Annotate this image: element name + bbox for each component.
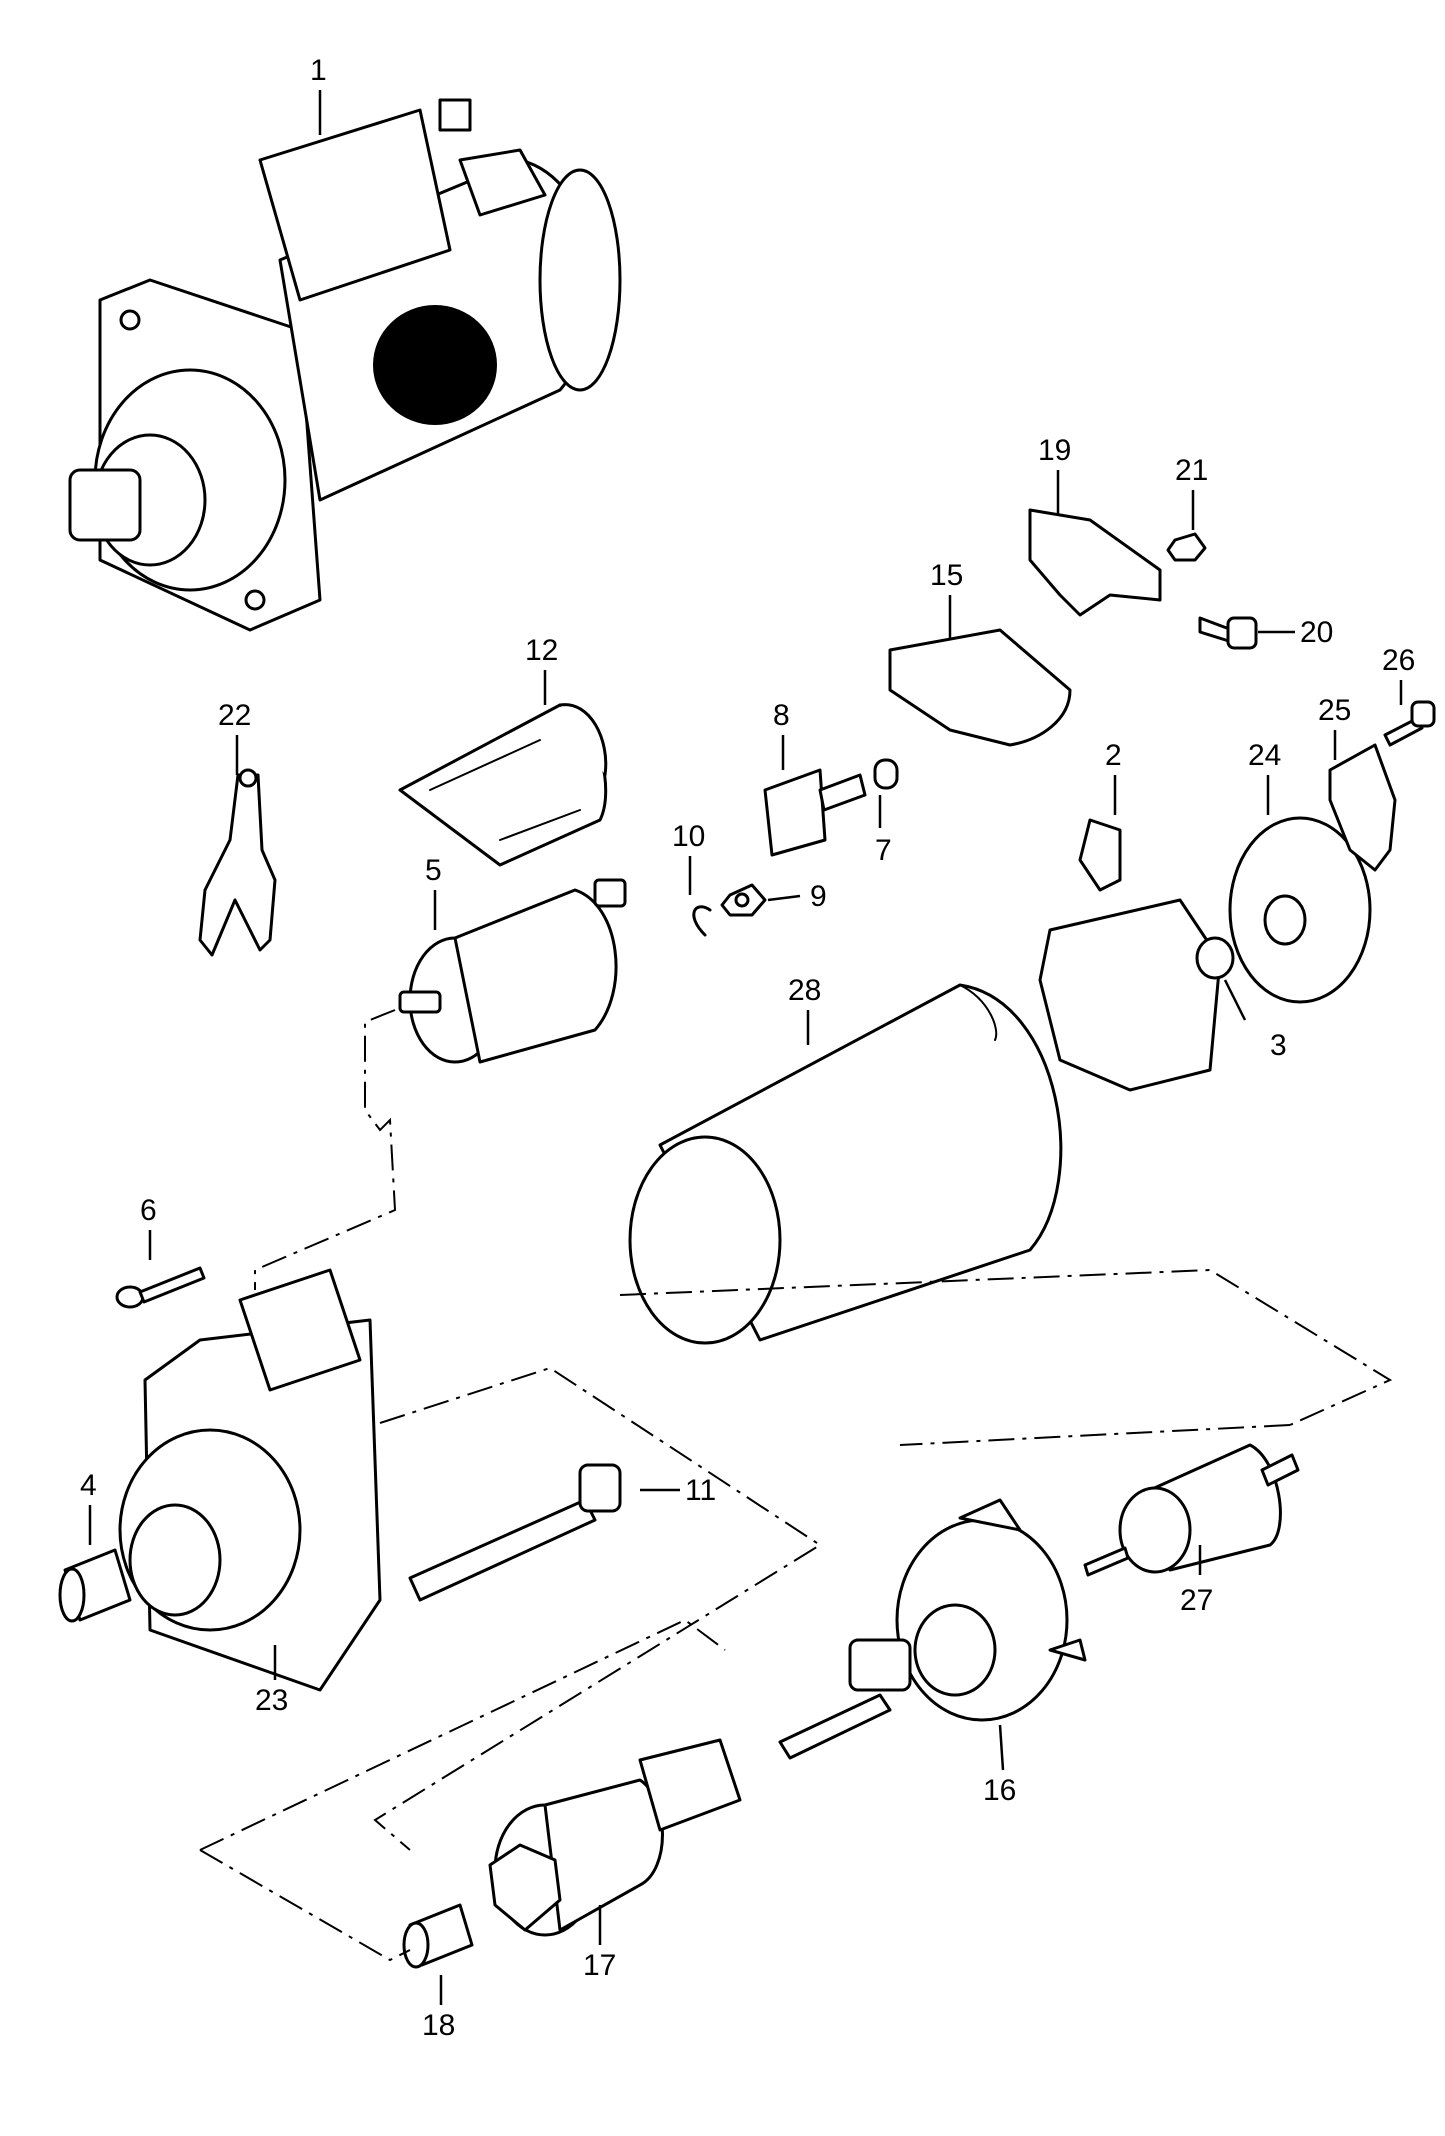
callout-12: 12 — [525, 634, 558, 667]
assembly-guide-lines — [199, 1009, 1393, 1962]
part-8-connector — [763, 768, 867, 857]
part-4-bushing — [58, 1548, 132, 1623]
part-24-end-cap — [1228, 816, 1372, 1004]
part-26-screw — [1383, 700, 1436, 747]
part-11-through-bolt — [408, 1463, 622, 1602]
part-19-support — [1028, 508, 1162, 617]
callout-labels: 1 2 3 4 5 6 7 8 9 10 11 12 15 16 17 18 1… — [80, 54, 1415, 2042]
callout-25: 25 — [1318, 694, 1351, 727]
part-5-solenoid — [398, 878, 627, 1064]
part-6-screw — [115, 1266, 206, 1309]
callout-2: 2 — [1105, 739, 1122, 772]
callout-7: 7 — [875, 834, 892, 867]
callout-1: 1 — [310, 54, 327, 87]
part-28-yoke — [628, 983, 1063, 1345]
callout-16: 16 — [983, 1774, 1016, 1807]
callout-24: 24 — [1248, 739, 1281, 772]
part-10-clip — [692, 905, 712, 937]
part-17-pinion — [488, 1738, 742, 1937]
callout-9: 9 — [810, 880, 827, 913]
part-12-cover — [398, 703, 608, 867]
callout-5: 5 — [425, 854, 442, 887]
callout-10: 10 — [672, 820, 705, 853]
callout-21: 21 — [1175, 454, 1208, 487]
callout-27: 27 — [1180, 1584, 1213, 1617]
part-21-nut — [1166, 532, 1207, 562]
part-15-bracket — [888, 628, 1072, 747]
callout-18: 18 — [422, 2009, 455, 2042]
callout-3: 3 — [1270, 1029, 1287, 1062]
callout-23: 23 — [255, 1684, 288, 1717]
part-1-starter-assembly — [68, 98, 622, 632]
part-22-fork-lever — [198, 768, 277, 957]
callout-20: 20 — [1300, 616, 1333, 649]
callout-28: 28 — [788, 974, 821, 1007]
filled-dot-marker — [373, 305, 497, 425]
callout-22: 22 — [218, 699, 251, 732]
part-18-sleeve — [402, 1903, 474, 1969]
callout-19: 19 — [1038, 434, 1071, 467]
part-25-cover-plate — [1328, 743, 1397, 872]
part-9-nut — [720, 883, 767, 917]
callout-6: 6 — [140, 1194, 157, 1227]
part-3-bushing — [1195, 936, 1235, 980]
callout-leader-lines — [88, 90, 1403, 2005]
part-16-intermediate-bearing — [778, 1498, 1087, 1760]
part-20-bolt — [1198, 616, 1258, 650]
part-27-armature — [1083, 1443, 1300, 1577]
part-7-sleeve — [873, 758, 899, 790]
part-2-brush-holder — [1038, 818, 1222, 1092]
callout-11: 11 — [685, 1474, 716, 1507]
callout-4: 4 — [80, 1469, 97, 1502]
callout-15: 15 — [930, 559, 963, 592]
part-23-housing — [118, 1268, 382, 1692]
callout-8: 8 — [773, 699, 790, 732]
callout-26: 26 — [1382, 644, 1415, 677]
callout-17: 17 — [583, 1949, 616, 1982]
